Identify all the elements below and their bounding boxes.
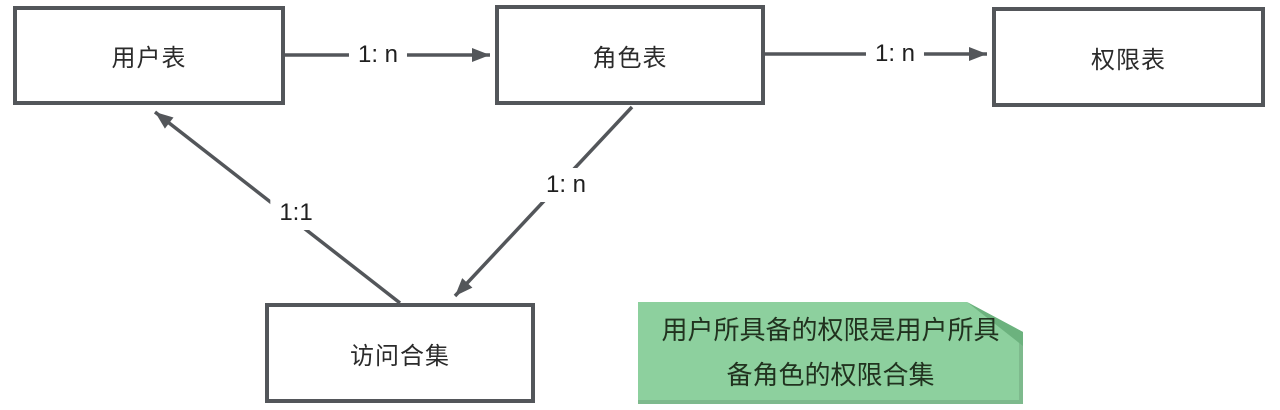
edge-label-user-to-role: 1: n xyxy=(348,38,408,72)
sticky-note: 用户所具备的权限是用户所具备角色的权限合集 xyxy=(638,302,1023,404)
node-user-table: 用户表 xyxy=(13,6,285,105)
edge-label-role-to-permission: 1: n xyxy=(865,37,925,71)
sticky-note-body xyxy=(638,302,1023,404)
node-access-collection-label: 访问合集 xyxy=(350,342,450,370)
node-role-table: 角色表 xyxy=(495,5,765,105)
node-access-collection: 访问合集 xyxy=(265,303,535,403)
edge-label-access-to-user: 1:1 xyxy=(270,196,322,230)
edge-label-role-to-access: 1: n xyxy=(536,168,596,202)
node-user-table-label: 用户表 xyxy=(111,45,187,72)
node-permission-table-label: 权限表 xyxy=(1091,46,1166,74)
node-permission-table: 权限表 xyxy=(992,7,1265,107)
node-role-table-label: 角色表 xyxy=(592,44,668,72)
sticky-note-text: 用户所具备的权限是用户所具备角色的权限合集 xyxy=(661,315,1000,390)
